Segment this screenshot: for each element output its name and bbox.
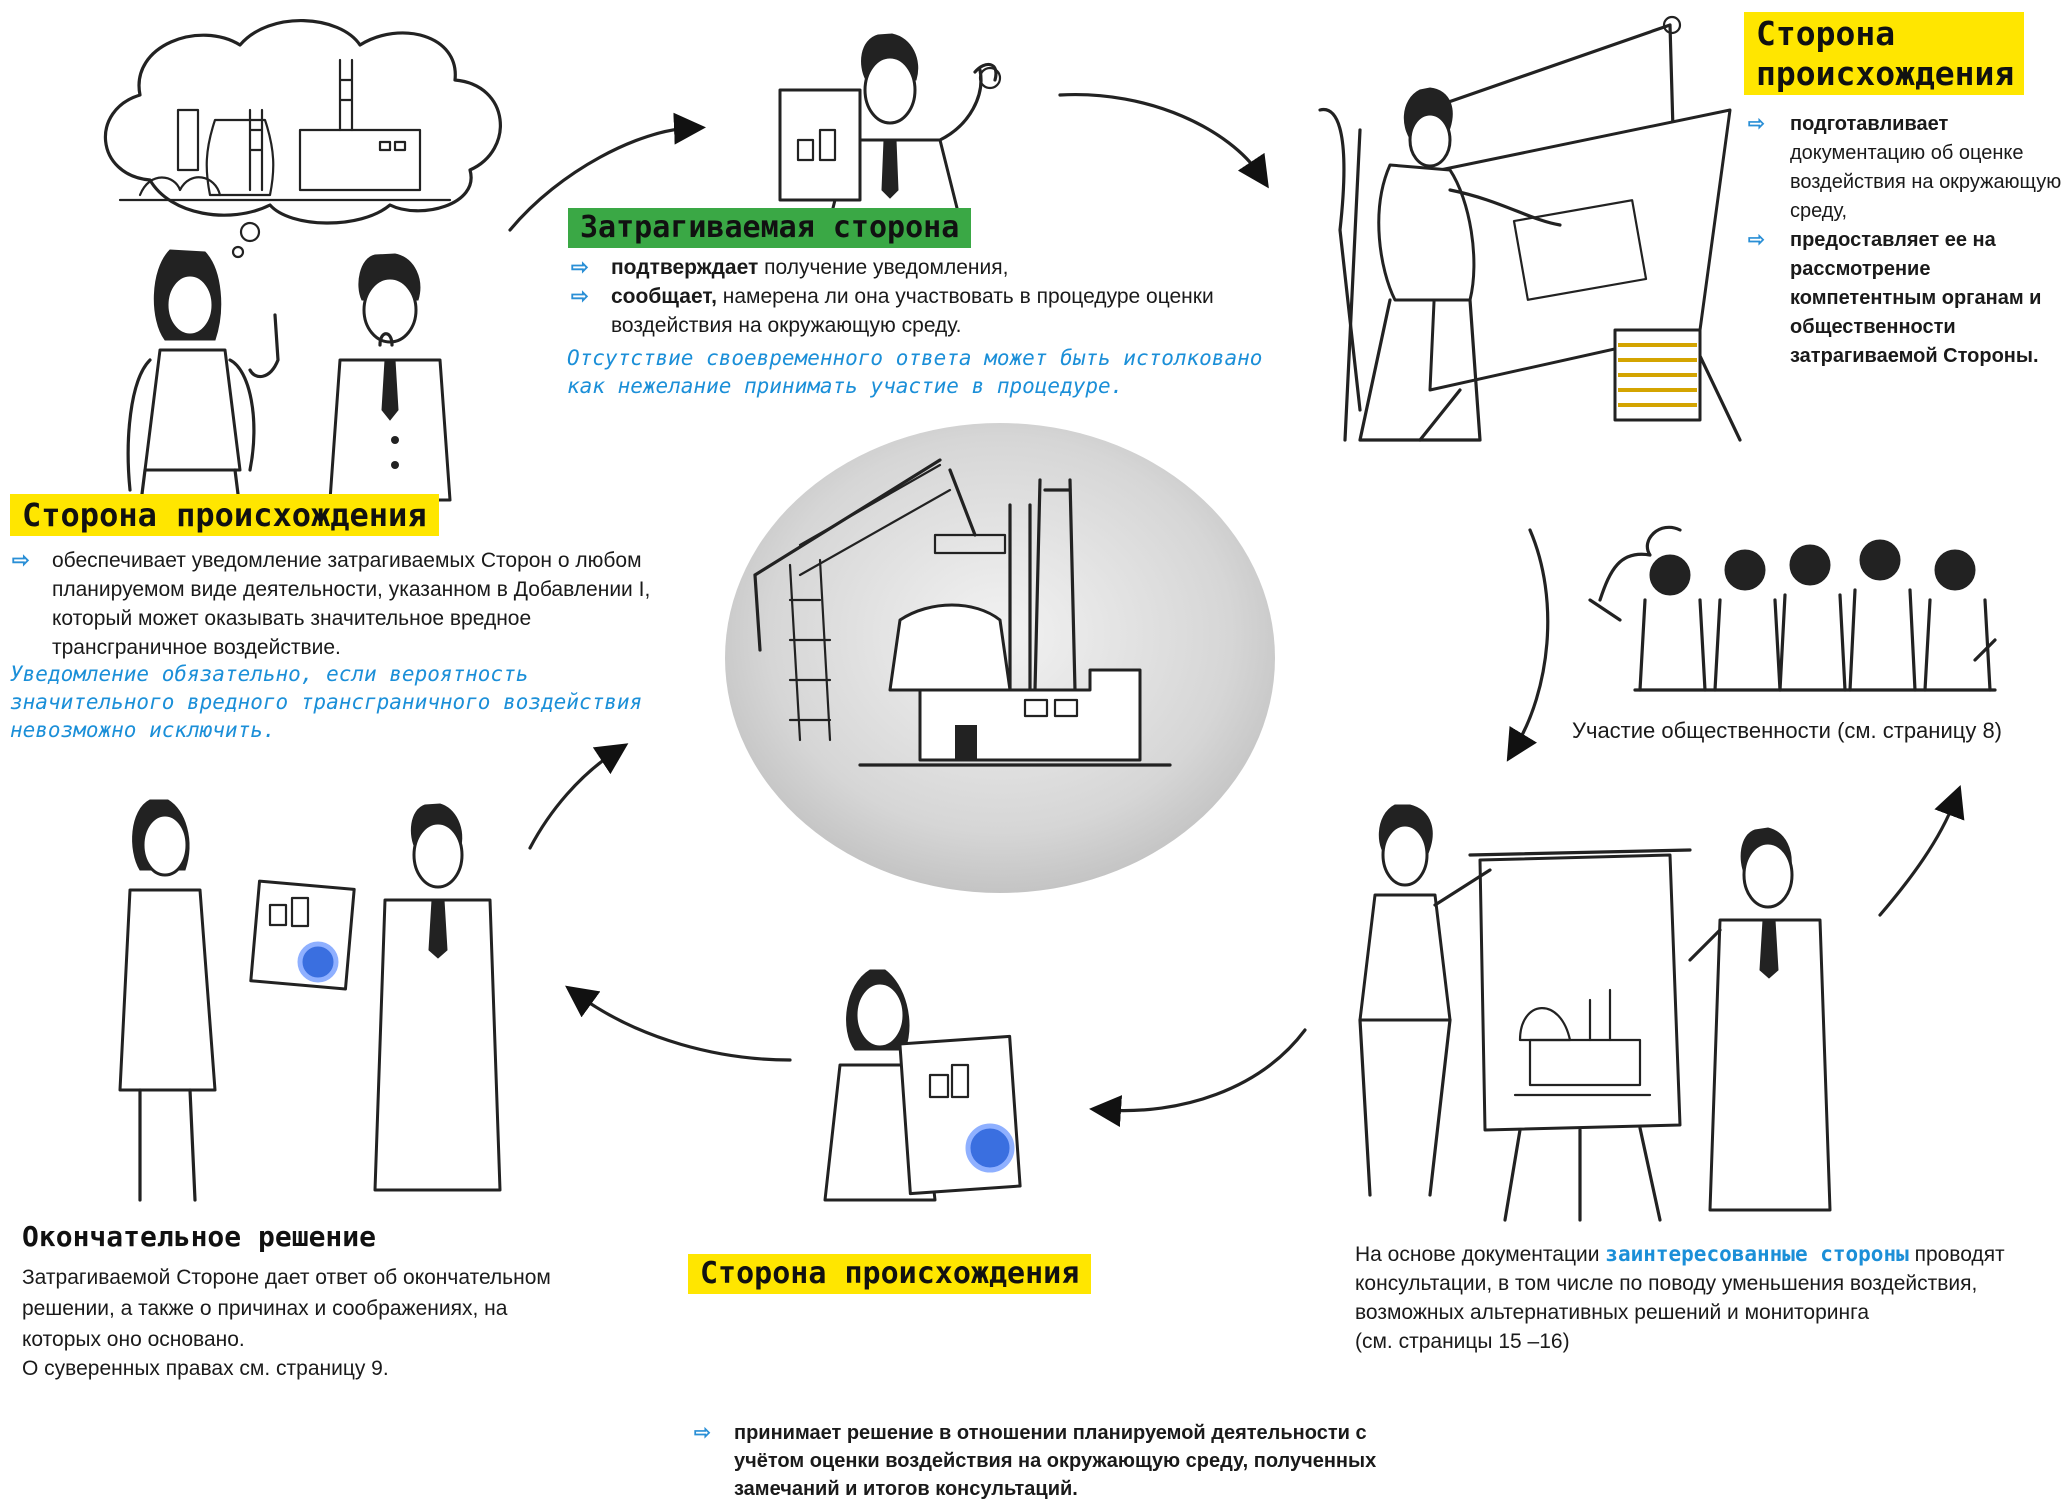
no-response-note: Отсутствие своевременного ответа может б… bbox=[567, 346, 1263, 398]
crane-icon bbox=[753, 458, 1007, 742]
origin-party-notification-bullet: обеспечивает уведомление затрагиваемых С… bbox=[52, 549, 651, 659]
public-group-icon bbox=[1588, 525, 1997, 692]
construction-site-illustration bbox=[725, 423, 1275, 893]
person-icon bbox=[823, 969, 1022, 1202]
decision-text: принимает решение в отношении планируемо… bbox=[734, 1422, 1377, 1500]
final-decision-text: Затрагиваемой Стороне дает ответ об окон… bbox=[22, 1266, 551, 1351]
arrow-icon bbox=[1089, 1028, 1307, 1128]
arrow-icon: ⇨ bbox=[1748, 229, 1765, 251]
arrow-icon bbox=[508, 112, 706, 232]
consultations-pages-ref: (см. страницы 15 –16) bbox=[1355, 1330, 1570, 1353]
arrow-icon bbox=[1506, 528, 1550, 762]
origin-party-notification-text: ⇨ обеспечивает уведомление затрагиваемых… bbox=[8, 546, 692, 662]
submits-bullet: ⇨ предоставляет ее на рассмотрение компе… bbox=[1744, 226, 2066, 371]
submits-text: предоставляет ее на рассмотрение компете… bbox=[1790, 229, 2042, 367]
arrow-icon bbox=[565, 985, 792, 1062]
affected-party-bullet-2: ⇨ сообщает, намерена ли она участвовать … bbox=[567, 282, 1287, 340]
affected-party-heading: Затрагиваемая сторона bbox=[568, 208, 972, 248]
arrow-icon bbox=[528, 743, 629, 850]
confirms-rest-text: получение уведомления, bbox=[758, 256, 1009, 279]
consultations-text: На основе документации заинтересованные … bbox=[1355, 1240, 2055, 1356]
arrow-icon: ⇨ bbox=[12, 549, 30, 572]
origin-party-heading-3: Сторона происхождения bbox=[688, 1254, 1092, 1294]
prepares-text: подготавливает bbox=[1790, 113, 1949, 135]
stamp-icon bbox=[965, 1123, 1015, 1173]
origin-party-documentation-bullets: ⇨ подготавливает документацию об оценке … bbox=[1744, 110, 2066, 371]
sovereign-rights-note: О суверенных правах см. страницу 9. bbox=[22, 1357, 389, 1380]
confirms-text: подтверждает bbox=[611, 256, 759, 279]
flipchart-icon bbox=[1358, 804, 1832, 1222]
stamp-icon bbox=[297, 941, 339, 983]
stakeholders-highlight: заинтересованные стороны bbox=[1605, 1242, 1909, 1266]
arrow-icon: ⇨ bbox=[571, 285, 589, 308]
final-decision-heading: Окончательное решение bbox=[22, 1220, 377, 1253]
public-participation-caption: Участие общественности (см. страницу 8) bbox=[1572, 718, 2003, 743]
arrow-icon: ⇨ bbox=[694, 1422, 711, 1444]
arrow-icon: ⇨ bbox=[1748, 113, 1765, 135]
informs-rest-text: намерена ли она участвовать в процедуре … bbox=[611, 285, 1214, 337]
consultations-text-before: На основе документации bbox=[1355, 1243, 1606, 1266]
decision-bullet: ⇨ принимает решение в отношении планируе… bbox=[690, 1419, 1394, 1503]
prepares-rest-text: документацию об оценке воздействия на ок… bbox=[1790, 142, 2062, 222]
arrow-icon bbox=[1058, 92, 1269, 189]
process-illustrations bbox=[104, 15, 1997, 1222]
consultations-text-after: проводят консультации, в том числе по по… bbox=[1355, 1243, 2005, 1324]
person-icon bbox=[118, 799, 502, 1202]
person-icon bbox=[328, 253, 452, 502]
origin-party-heading-1: Сторона происхождения bbox=[10, 494, 439, 537]
thought-bubble-factory-icon bbox=[104, 19, 502, 259]
informs-text: сообщает, bbox=[611, 285, 717, 308]
person-icon bbox=[126, 249, 280, 512]
notification-mandatory-note: Уведомление обязательно, если вероятност… bbox=[10, 662, 643, 742]
factory-icon bbox=[858, 478, 1172, 767]
prepares-bullet: ⇨ подготавливает документацию об оценке … bbox=[1744, 110, 2066, 226]
drafting-table-icon bbox=[1318, 15, 1742, 442]
origin-party-heading-2: Сторона происхождения bbox=[1744, 12, 2024, 96]
person-icon bbox=[778, 33, 1002, 222]
affected-party-bullets: ⇨ подтверждает получение уведомления, ⇨ … bbox=[567, 253, 1287, 340]
arrow-icon bbox=[1878, 785, 1965, 917]
arrow-icon: ⇨ bbox=[571, 256, 589, 279]
affected-party-bullet-1: ⇨ подтверждает получение уведомления, bbox=[567, 253, 1287, 282]
